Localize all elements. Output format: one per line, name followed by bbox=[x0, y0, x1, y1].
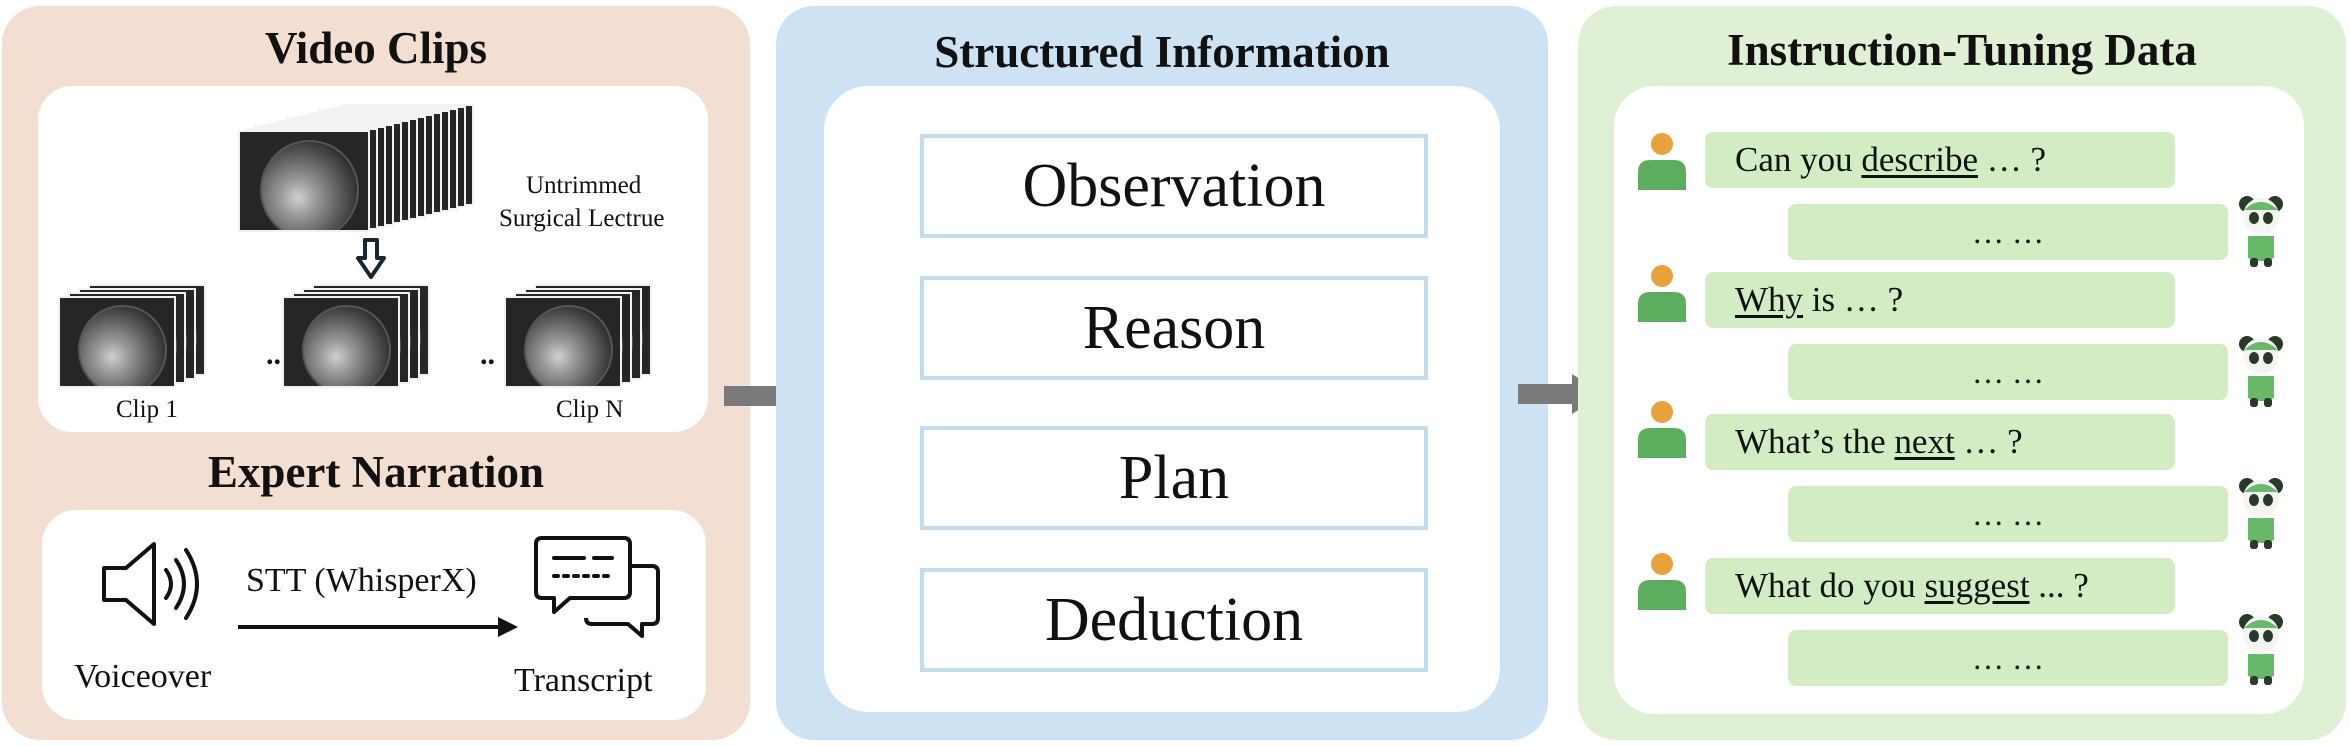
question-keyword: next bbox=[1894, 422, 1955, 461]
question-keyword: suggest bbox=[1924, 566, 2030, 605]
answer-bubble: … … bbox=[1788, 630, 2228, 686]
video-frame bbox=[504, 296, 622, 388]
stage-plan: Plan bbox=[920, 426, 1428, 530]
question-text-pre: What’s the bbox=[1735, 422, 1895, 461]
question-bubble: Can you describe … ? bbox=[1705, 132, 2175, 188]
voiceover-label: Voiceover bbox=[74, 658, 212, 695]
clip-n-label: Clip N bbox=[556, 396, 624, 423]
stage-reason: Reason bbox=[920, 276, 1428, 380]
transcript-icon bbox=[534, 536, 660, 638]
question-text-post: … ? bbox=[1978, 140, 2047, 179]
question-text-pre: What do you bbox=[1735, 566, 1925, 605]
stage-observation: Observation bbox=[920, 134, 1428, 238]
question-keyword: describe bbox=[1861, 140, 1978, 179]
stt-label: STT (WhisperX) bbox=[246, 562, 477, 599]
clip-1-label: Clip 1 bbox=[116, 396, 178, 423]
user-icon bbox=[1638, 133, 1686, 190]
down-arrow-icon bbox=[356, 238, 386, 279]
question-text-post: … ? bbox=[1954, 422, 2023, 461]
question-text-post: is … ? bbox=[1803, 280, 1904, 319]
video-frame bbox=[58, 296, 176, 388]
untrimmed-label-line2: Surgical Lectrue bbox=[499, 205, 665, 232]
question-bubble: What’s the next … ? bbox=[1705, 414, 2175, 470]
ellipsis-1: .. bbox=[266, 338, 281, 371]
video-clips-title: Video Clips bbox=[264, 23, 488, 73]
user-icon bbox=[1638, 401, 1686, 458]
panda-surgeon-icon bbox=[2239, 196, 2283, 267]
instruction-tuning-title: Instruction-Tuning Data bbox=[1727, 25, 2197, 75]
stage-deduction: Deduction bbox=[920, 568, 1428, 672]
structured-information-title: Structured Information bbox=[934, 27, 1390, 77]
question-text-pre: Can you bbox=[1735, 140, 1862, 179]
question-text-post: ... ? bbox=[2029, 566, 2089, 605]
video-frame bbox=[238, 130, 370, 232]
answer-bubble: … … bbox=[1788, 344, 2228, 400]
answer-bubble: … … bbox=[1788, 204, 2228, 260]
panda-surgeon-icon bbox=[2239, 336, 2283, 407]
answer-bubble: … … bbox=[1788, 486, 2228, 542]
question-bubble: Why is … ? bbox=[1705, 272, 2175, 328]
transcript-label: Transcript bbox=[514, 662, 653, 699]
user-icon bbox=[1638, 553, 1686, 610]
speaker-icon bbox=[102, 542, 199, 626]
panda-surgeon-icon bbox=[2239, 478, 2283, 549]
user-icon bbox=[1638, 265, 1686, 322]
question-bubble: What do you suggest ... ? bbox=[1705, 558, 2175, 614]
video-frame bbox=[282, 296, 400, 388]
ellipsis-2: .. bbox=[480, 338, 495, 371]
panda-surgeon-icon bbox=[2239, 614, 2283, 685]
untrimmed-label-line1: Untrimmed bbox=[526, 172, 642, 199]
expert-narration-title: Expert Narration bbox=[207, 447, 545, 497]
stt-arrow bbox=[238, 617, 518, 637]
question-keyword: Why bbox=[1735, 280, 1804, 319]
